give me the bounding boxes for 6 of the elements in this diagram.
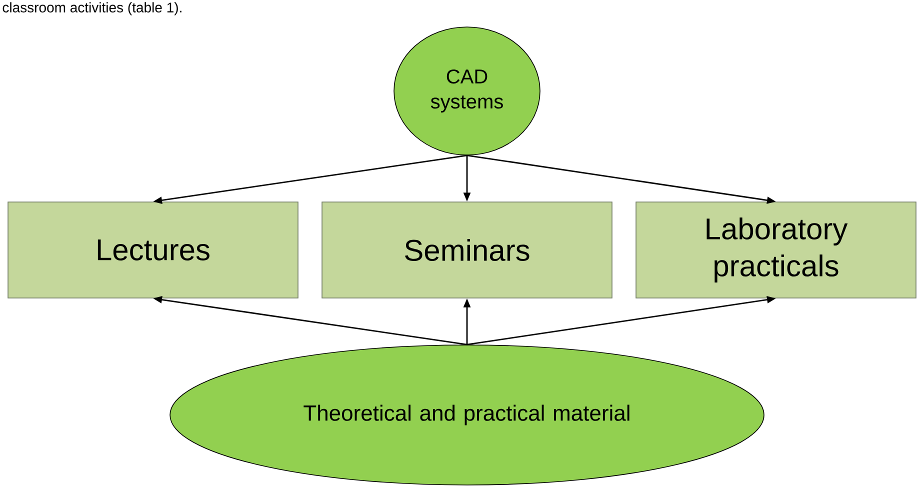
process-box: Seminars [322,202,612,298]
circle-node: CAD systems [394,26,540,156]
process-box: Lectures [8,202,298,298]
ellipse-node: Theoretical and practical material [170,344,764,486]
note-text: classroom activities (table 1). [2,2,182,16]
process-box: Laboratory practicals [636,202,916,298]
